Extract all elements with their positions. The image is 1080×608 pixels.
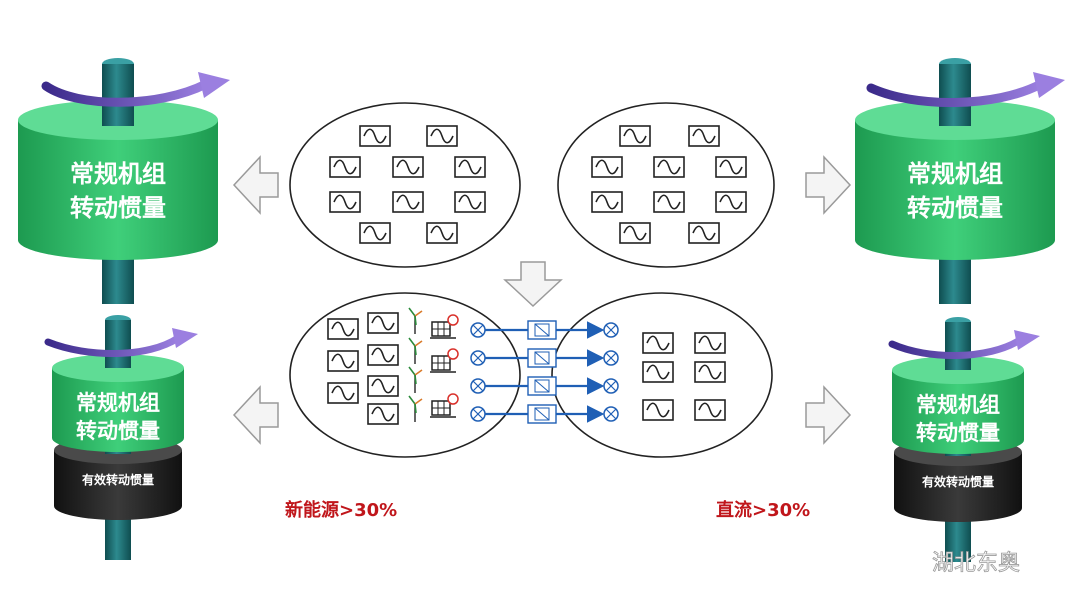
unit-label-line1: 常规机组 <box>916 393 1000 417</box>
wechat-icon <box>895 549 931 577</box>
unit-label-line1: 常规机组 <box>907 160 1003 188</box>
rotation-arrow-icon <box>866 79 1046 107</box>
arrow-left-top-icon <box>233 156 279 214</box>
unit-label-line2: 转动惯量 <box>907 194 1003 222</box>
grid-ellipse-top-right <box>557 102 775 268</box>
caption-dc: 直流>30% <box>716 499 810 521</box>
grid-ellipse-bottom-right <box>551 292 773 458</box>
unit-label-line1: 常规机组 <box>76 391 160 415</box>
dc-links <box>470 320 619 424</box>
watermark-text: 湖北东奥 <box>932 551 1020 576</box>
grid-ellipse-top-left <box>289 102 521 268</box>
effective-inertia-label: 有效转动惯量 <box>82 472 154 487</box>
rotation-arrow-icon <box>41 79 211 107</box>
caption-renewables: 新能源>30% <box>285 499 397 521</box>
unit-label-line2: 转动惯量 <box>916 421 1000 445</box>
arrow-left-bottom-icon <box>233 386 279 444</box>
unit-label-line2: 转动惯量 <box>76 419 160 443</box>
watermark: 湖北东奥 <box>895 549 1020 577</box>
effective-inertia-label: 有效转动惯量 <box>922 474 994 489</box>
unit-label-line2: 转动惯量 <box>70 194 166 222</box>
unit-top-left: 常规机组 转动惯量 <box>18 58 230 304</box>
unit-label-line1: 常规机组 <box>70 160 166 188</box>
rotation-arrow-icon <box>44 334 182 357</box>
arrow-right-top-icon <box>805 156 851 214</box>
grid-ellipse-bottom-left <box>289 292 521 458</box>
down-arrow-icon <box>504 261 562 307</box>
unit-bottom-right: 常规机组 转动惯量 有效转动惯量 <box>888 317 1040 562</box>
rotation-arrow-icon <box>888 336 1024 359</box>
unit-bottom-left: 常规机组 转动惯量 有效转动惯量 <box>44 315 198 560</box>
arrow-right-bottom-icon <box>805 386 851 444</box>
unit-top-right: 常规机组 转动惯量 <box>855 58 1065 304</box>
